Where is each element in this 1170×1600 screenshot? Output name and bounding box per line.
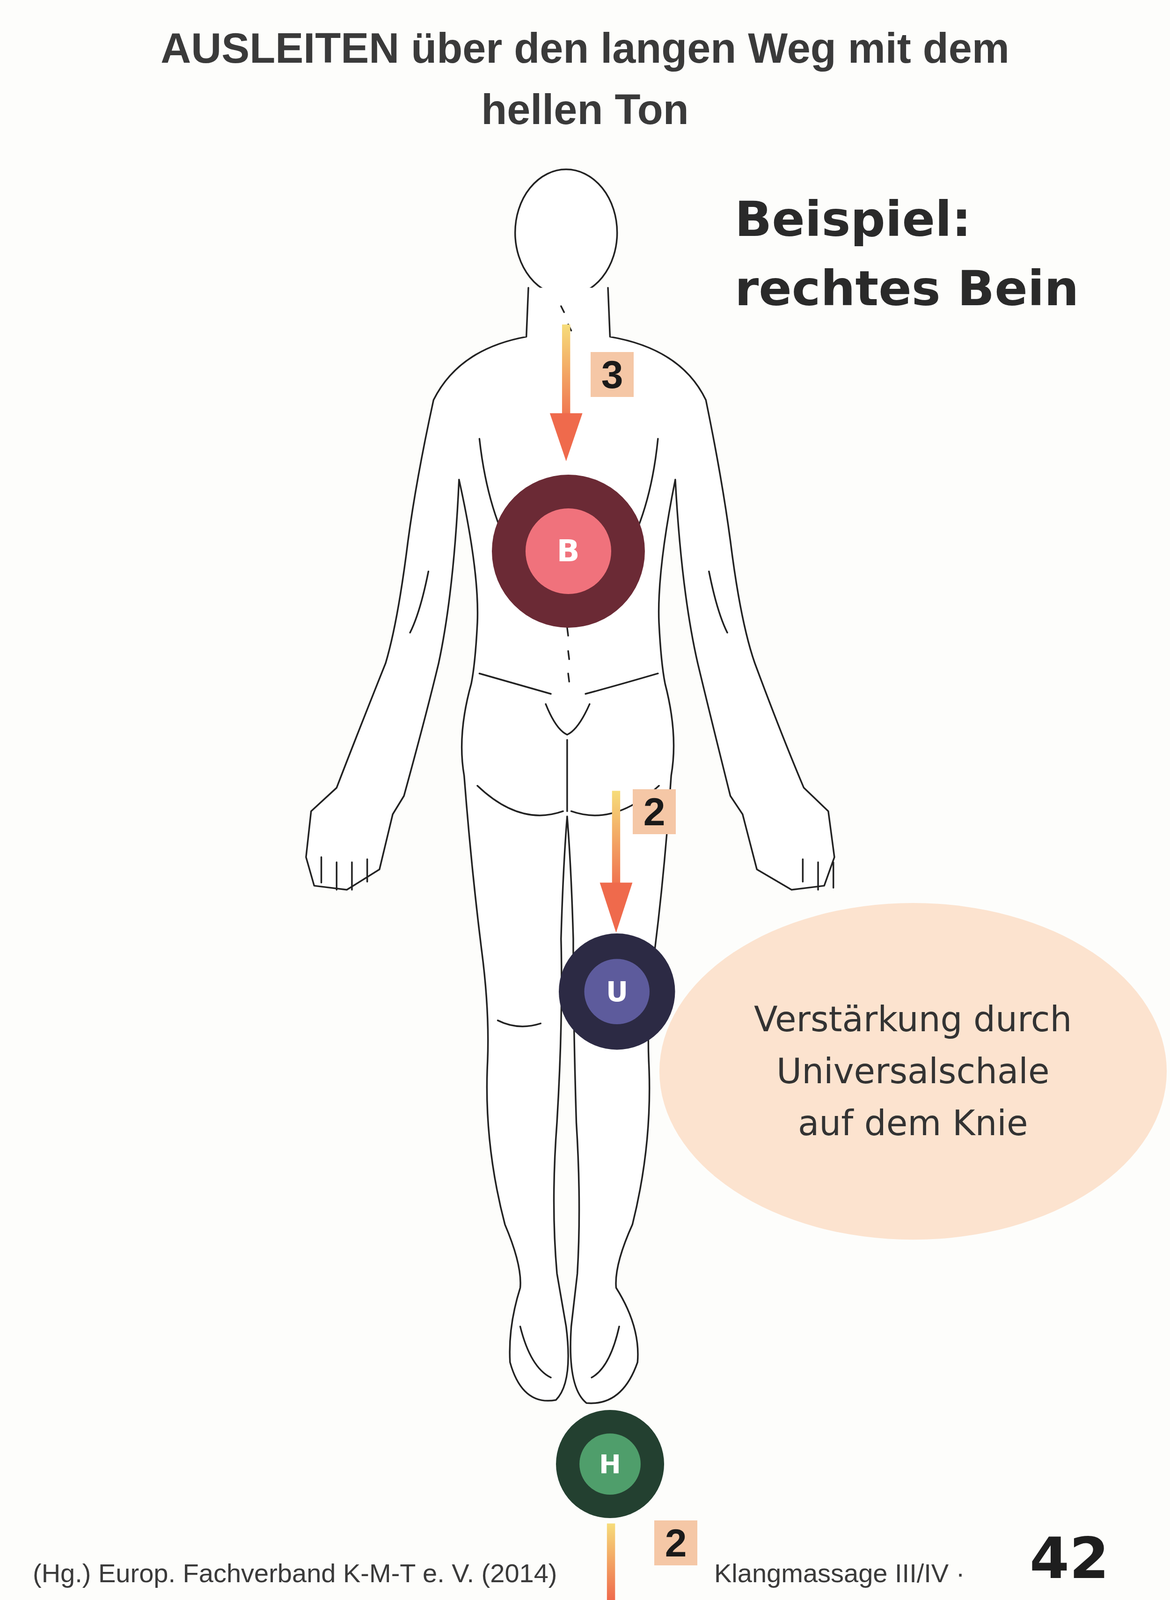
node-text-box: B bbox=[556, 535, 580, 566]
example-note: Beispiel: rechtes Bein bbox=[734, 184, 1091, 323]
finger-line bbox=[321, 856, 834, 890]
bowl-letter: B bbox=[556, 535, 580, 566]
body-contour bbox=[306, 287, 835, 1404]
disc-center bbox=[584, 958, 650, 1024]
node-text-box: Verstärkung durch Universalschale auf de… bbox=[744, 993, 1082, 1149]
vertebra-mark bbox=[567, 627, 570, 682]
callout-number: 2 bbox=[654, 1520, 698, 1565]
bowl-letter: H bbox=[599, 1450, 622, 1478]
disc-ring bbox=[558, 933, 675, 1050]
page-number: 42 bbox=[1029, 1526, 1110, 1590]
note-background bbox=[659, 902, 1167, 1240]
waist-line bbox=[479, 673, 658, 695]
callout-number: 3 bbox=[590, 351, 634, 397]
note-text: Verstärkung durch Universalschale auf de… bbox=[744, 993, 1082, 1149]
buttock-line bbox=[477, 739, 659, 816]
title: AUSLEITEN über den langen Weg mit dem he… bbox=[154, 17, 1016, 140]
book-reference: Klangmassage III/IV · bbox=[714, 1558, 965, 1588]
sole-line bbox=[520, 1326, 620, 1378]
sacrum-line bbox=[545, 703, 590, 735]
disc-ring bbox=[555, 1409, 665, 1518]
sound-bowl-disc: B bbox=[491, 474, 645, 628]
flow-arrow bbox=[606, 1523, 615, 1600]
disc-center bbox=[579, 1433, 641, 1495]
node-text-box: H bbox=[599, 1450, 622, 1478]
disc-center bbox=[525, 507, 611, 594]
source-caption: (Hg.) Europ. Fachverband K-M-T e. V. (20… bbox=[32, 1558, 558, 1588]
body-outline bbox=[306, 169, 835, 1404]
universal-bowl-disc: U bbox=[558, 933, 675, 1050]
head bbox=[515, 169, 618, 296]
flow-arrow bbox=[599, 790, 633, 933]
sound-bowl-disc: H bbox=[555, 1409, 665, 1518]
node-text-box: U bbox=[606, 978, 629, 1006]
callout-number: 2 bbox=[632, 789, 676, 834]
disc-ring bbox=[491, 474, 645, 628]
flow-arrow bbox=[549, 324, 583, 461]
note-ellipse: Verstärkung durch Universalschale auf de… bbox=[659, 902, 1167, 1240]
bowl-letter: U bbox=[606, 978, 629, 1006]
